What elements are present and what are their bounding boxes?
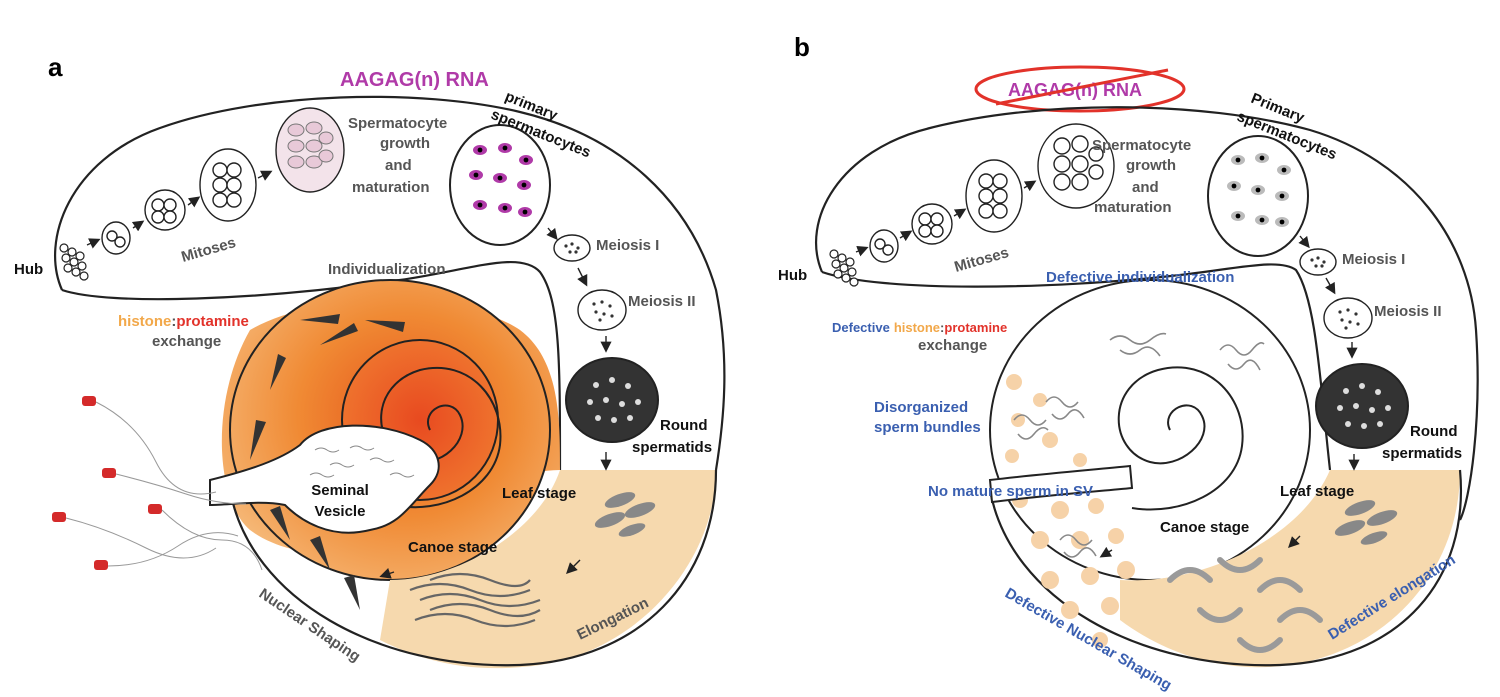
growth-label-a-line3: and: [385, 157, 412, 174]
growth-label-b-line4: maturation: [1094, 199, 1172, 216]
hub-cells: [59, 243, 89, 281]
meiosis-ii-label-a: Meiosis II: [628, 293, 696, 310]
exchange-label-b: exchange: [918, 337, 987, 354]
testis-apical-tube: [54, 95, 726, 471]
histone-word-a: histone: [118, 313, 171, 330]
leaf-stage-label-b: Leaf stage: [1280, 483, 1354, 500]
elongation-zone: [380, 470, 716, 669]
meiosis-cysts: [553, 234, 627, 331]
panel-letter-a: a: [48, 52, 63, 82]
seminal-vesicle-label-line1: Seminal: [311, 482, 369, 499]
leaf-stage-label-a: Leaf stage: [502, 485, 576, 502]
outer-bottom-wall: [228, 469, 718, 667]
testis-inner-wall: [61, 261, 562, 471]
panel-letter-b: b: [794, 32, 810, 62]
primary-spermatocyte-dots: [473, 145, 529, 215]
histone-protamine-label-a: histone:protamine: [118, 313, 249, 330]
primary-spermatocyte-cyst: [449, 124, 551, 246]
disorganized-bundles-label-line2: sperm bundles: [874, 419, 981, 436]
defective-canoe-spermatids: [1167, 557, 1323, 653]
meiosis-i-label-b: Meiosis I: [1342, 251, 1405, 268]
hub-cells-b: [829, 249, 859, 287]
hub-label-a: Hub: [14, 261, 43, 278]
hub-label-b: Hub: [778, 267, 807, 284]
exchange-label-a: exchange: [152, 333, 221, 350]
inner-spiral: [380, 367, 502, 509]
round-spermatids-label-a-line2: spermatids: [632, 439, 712, 456]
round-spermatid-cyst: [565, 357, 659, 443]
round-spermatid-dots: [587, 377, 641, 423]
leaf-stage-spermatids: [594, 492, 656, 537]
nuclear-shaping-label-a: Nuclear Shaping: [256, 585, 364, 665]
rna-strike-line: [995, 68, 1169, 106]
primary-spermatocyte-dots-b: [1231, 155, 1287, 225]
meiosis-i-label-a: Meiosis I: [596, 237, 659, 254]
testis-apical-tube-b: [814, 106, 1479, 521]
histone-colon-a: :: [171, 313, 176, 330]
round-spermatids-label-b-line2: spermatids: [1382, 445, 1462, 462]
histone-colon-b: :: [940, 320, 944, 335]
defective-histone-protamine-label: Defective histone:protamine: [832, 320, 1007, 335]
meiosis-dots: [564, 242, 614, 322]
panel-a: a Seminal Vesicle: [14, 52, 726, 669]
empty-seminal-vesicle: [988, 464, 1134, 504]
growth-label-b-line1: Spermatocyte: [1092, 137, 1191, 154]
leaf-stage-spermatids-b: [1334, 500, 1398, 545]
canoe-stage-spermatids: [409, 572, 541, 628]
growth-label-b-line2: growth: [1126, 157, 1176, 174]
mature-sperm: [52, 396, 263, 571]
canoe-stage-label-b: Canoe stage: [1160, 519, 1249, 536]
round-spermatids-label-b-line1: Round: [1410, 423, 1457, 440]
mitoses-label-b: Mitoses: [952, 244, 1010, 276]
testis-inner-wall-b: [821, 263, 1332, 471]
rna-absence-circle: [974, 65, 1186, 113]
sperm-bundles: [250, 314, 405, 610]
growth-label-a-line2: growth: [380, 135, 430, 152]
sv-sperm-squiggles: [309, 445, 415, 478]
dispersed-nuclei: [1005, 374, 1135, 648]
defective-individualization-label: Defective individualization: [1046, 269, 1234, 286]
mitoses-label-a: Mitoses: [179, 234, 237, 266]
round-spermatid-dots-b: [1337, 383, 1391, 429]
mitotic-cysts-b: [869, 123, 1115, 263]
outer-bottom-wall-b: [988, 469, 1463, 667]
canoe-stage-label-a: Canoe stage: [408, 539, 497, 556]
no-mature-sperm-label: No mature sperm in SV: [928, 483, 1093, 500]
seminal-vesicle-label-line2: Vesicle: [315, 503, 366, 520]
growth-label-b-line3: and: [1132, 179, 1159, 196]
mitotic-cysts: [101, 148, 257, 255]
panel-b: b AAGAG(n) RNA: [778, 32, 1479, 694]
growth-label-a-line1: Spermatocyte: [348, 115, 447, 132]
individualization-label-a: Individualization: [328, 261, 446, 278]
growth-label-a-line4: maturation: [352, 179, 430, 196]
stage-arrows: [86, 170, 612, 579]
protamine-word-a: protamine: [176, 313, 249, 330]
histone-word-b: histone: [894, 320, 940, 335]
round-spermatids-label-a-line1: Round: [660, 417, 707, 434]
meiosis-ii-label-b: Meiosis II: [1374, 303, 1442, 320]
disorganized-bundles: [1013, 332, 1265, 558]
seminal-vesicle: [209, 424, 440, 534]
round-spermatid-cyst-b: [1315, 363, 1409, 449]
protamine-word-b: protamine: [944, 320, 1007, 335]
stage-arrows-b: [855, 180, 1360, 558]
spermatocyte-cells: [287, 121, 334, 169]
disorganized-bundles-label-line1: Disorganized: [874, 399, 968, 416]
aagag-rna-label-a: AAGAG(n) RNA: [340, 69, 489, 91]
meiosis-dots-b: [1310, 256, 1360, 330]
inner-spiral-b: [1117, 366, 1244, 511]
meiosis-cysts-b: [1299, 248, 1373, 339]
defective-word-b: Defective: [832, 320, 890, 335]
